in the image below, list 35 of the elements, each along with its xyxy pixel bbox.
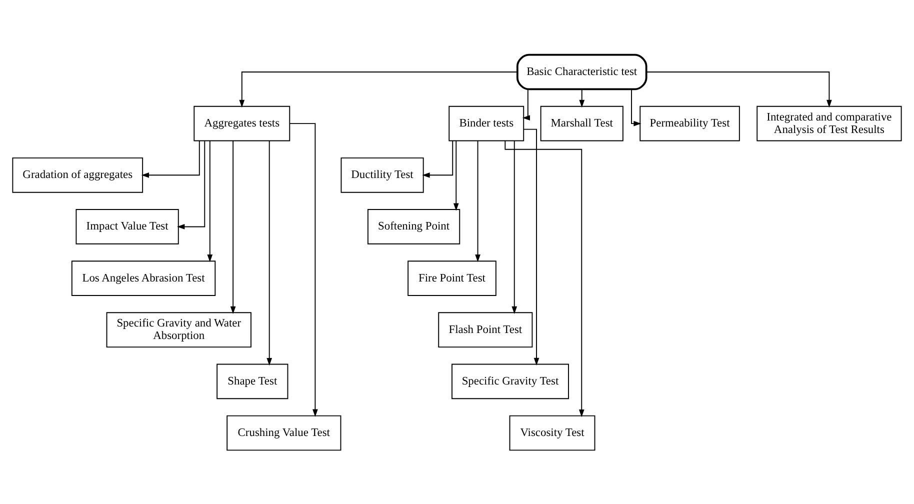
node-box: Integrated and comparative Analysis of Test Results	[756, 105, 902, 141]
arrow	[207, 140, 213, 262]
node-box: Crushing Value Test	[226, 414, 342, 450]
arrow	[504, 140, 584, 417]
node-box: Marshall Test	[540, 105, 624, 141]
arrow	[475, 140, 480, 262]
arrow	[523, 128, 540, 366]
node-box: Flash Point Test	[438, 312, 533, 348]
arrow	[239, 71, 518, 108]
node-box: Impact Value Test	[76, 208, 179, 244]
node-box: Permeability Test	[640, 105, 740, 141]
arrow	[579, 88, 585, 108]
arrow	[646, 71, 832, 108]
arrow	[631, 88, 642, 126]
node-box: Ductility Test	[340, 156, 424, 192]
node-box: Specific Gravity Test	[452, 363, 569, 399]
node-box: Aggregates tests	[194, 105, 290, 141]
node-box: Viscosity Test	[509, 414, 596, 450]
node-box: Basic Characteristic test	[516, 53, 648, 90]
arrow	[512, 140, 518, 314]
arrow	[522, 88, 530, 120]
arrow	[230, 140, 236, 314]
arrow	[422, 140, 454, 178]
node-box: Softening Point	[367, 208, 460, 244]
node-box: Binder tests	[448, 105, 524, 141]
node-box: Los Angeles Abrasion Test	[71, 260, 216, 296]
arrow	[141, 140, 200, 178]
arrow	[453, 140, 459, 210]
arrow	[289, 122, 318, 416]
node-box: Specific Gravity and Water Absorption	[106, 312, 252, 348]
node-box: Gradation of aggregates	[12, 156, 144, 192]
arrow	[266, 140, 272, 366]
arrow	[177, 140, 206, 229]
node-box: Shape Test	[216, 363, 288, 399]
node-box: Fire Point Test	[408, 260, 496, 296]
